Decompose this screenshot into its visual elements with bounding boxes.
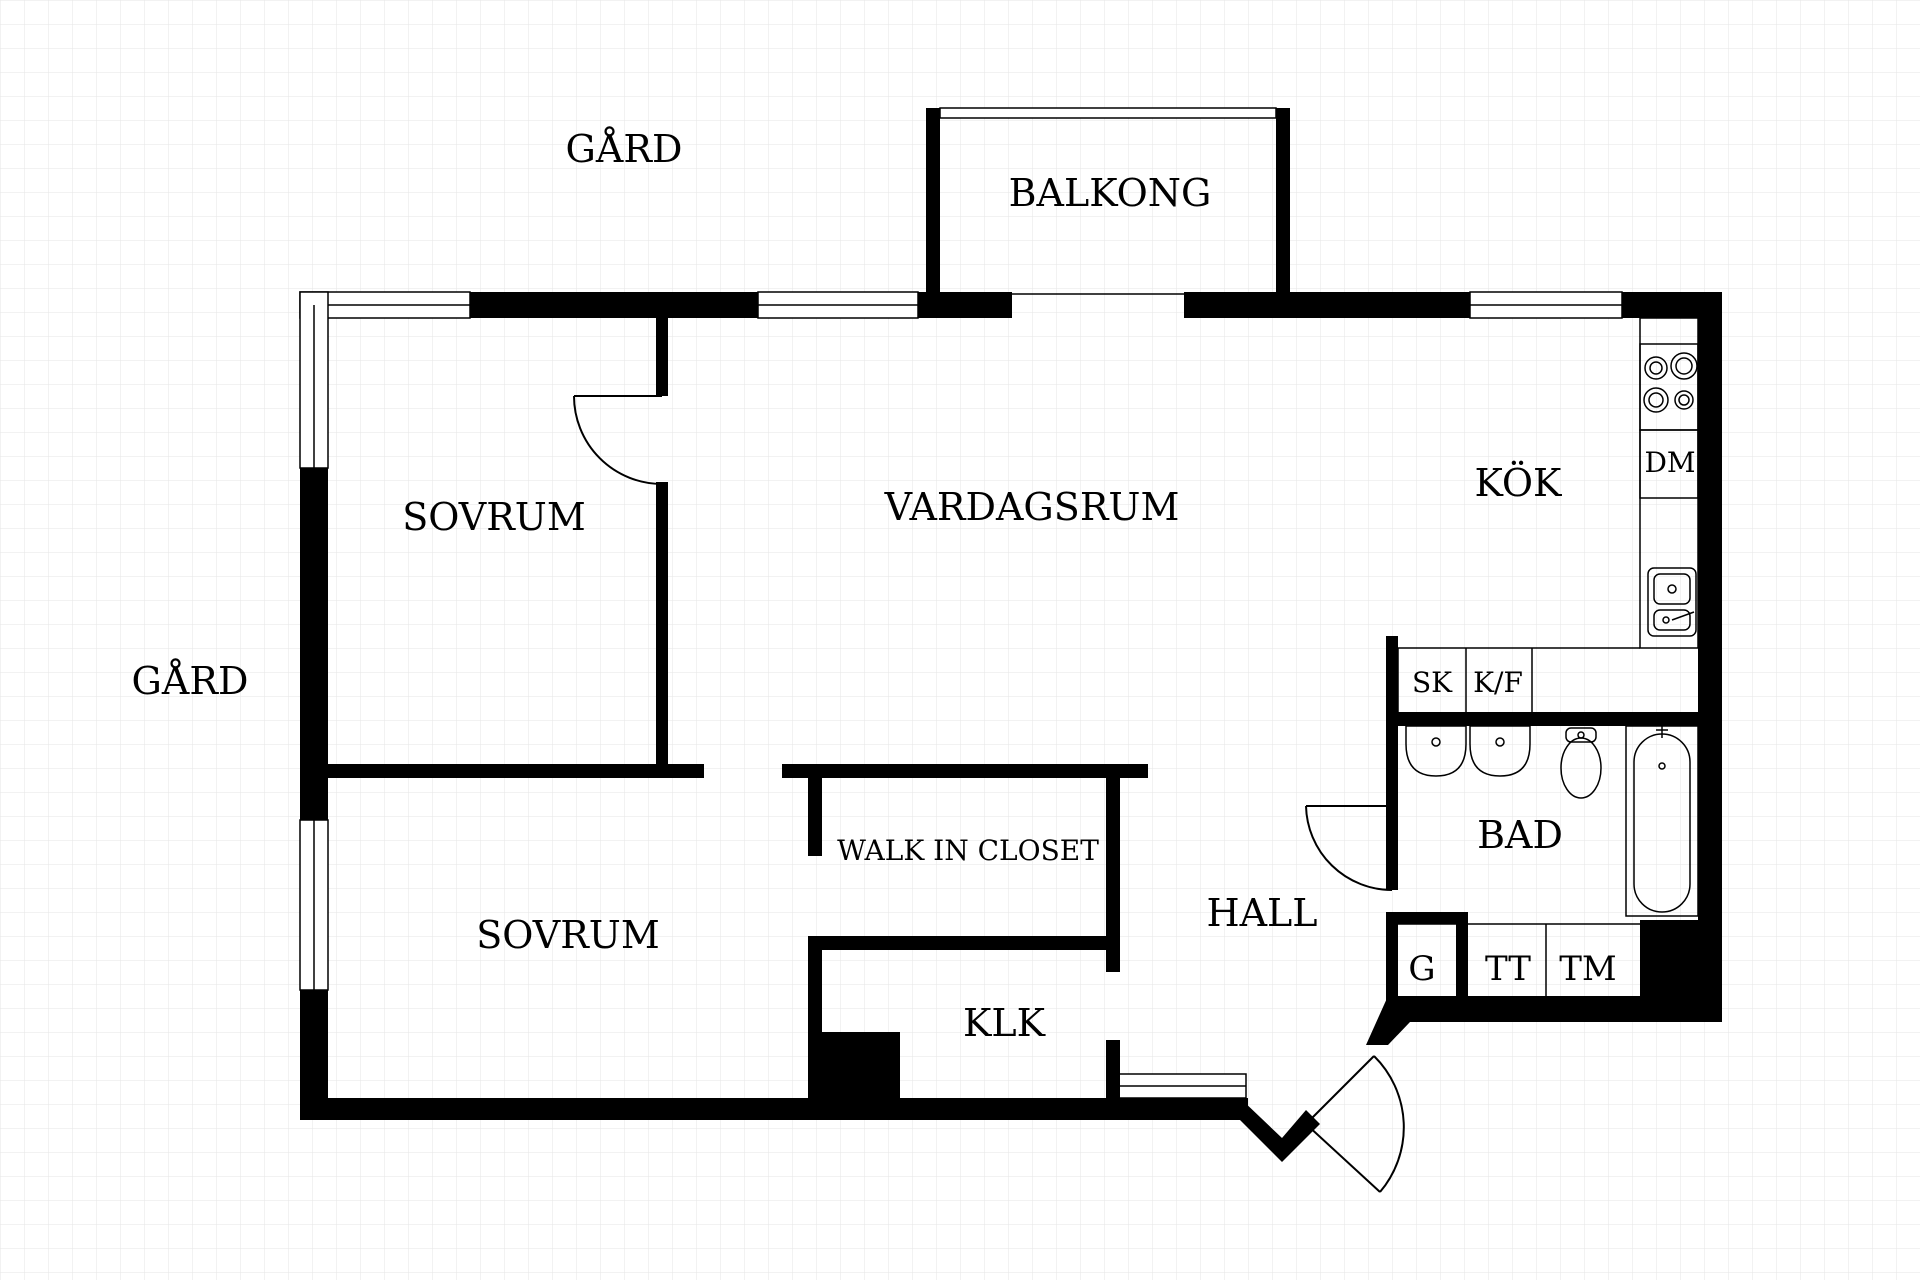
room-labels: GÅRD GÅRD BALKONG SOVRUM VARDAGSRUM KÖK … — [132, 127, 1696, 1045]
label-sk: SK — [1412, 666, 1453, 699]
doors — [573, 395, 1405, 1193]
label-klk: KLK — [963, 1001, 1046, 1045]
toilet-icon — [1560, 727, 1602, 799]
label-kok: KÖK — [1475, 461, 1563, 505]
label-sovrum-bottom: SOVRUM — [476, 913, 660, 957]
label-hall: HALL — [1206, 891, 1317, 935]
label-gard-left: GÅRD — [132, 659, 249, 703]
outer-walls — [300, 292, 1722, 1162]
kitchen-sink-icon — [1647, 567, 1697, 637]
label-bad: BAD — [1477, 813, 1563, 857]
washbasin-icon — [1405, 725, 1467, 777]
label-walk-in-closet: WALK IN CLOSET — [837, 834, 1099, 867]
bathroom-fixtures — [1398, 725, 1699, 996]
dishwasher-box — [1639, 429, 1699, 499]
label-sovrum-top: SOVRUM — [402, 495, 586, 539]
label-tm: TM — [1559, 949, 1617, 989]
label-kf: K/F — [1473, 666, 1523, 699]
windows — [299, 291, 1623, 1099]
label-gard-top: GÅRD — [566, 127, 683, 171]
label-g: G — [1408, 949, 1435, 989]
label-dm: DM — [1644, 446, 1695, 479]
label-tt: TT — [1485, 949, 1531, 989]
label-vardagsrum: VARDAGSRUM — [884, 485, 1180, 529]
label-balkong: BALKONG — [1009, 171, 1212, 215]
washbasin-icon-2 — [1469, 725, 1531, 777]
interior-walls — [328, 318, 1722, 1112]
balcony — [926, 107, 1290, 295]
kitchen-fixtures — [1397, 317, 1699, 712]
bathtub-icon — [1625, 725, 1699, 917]
